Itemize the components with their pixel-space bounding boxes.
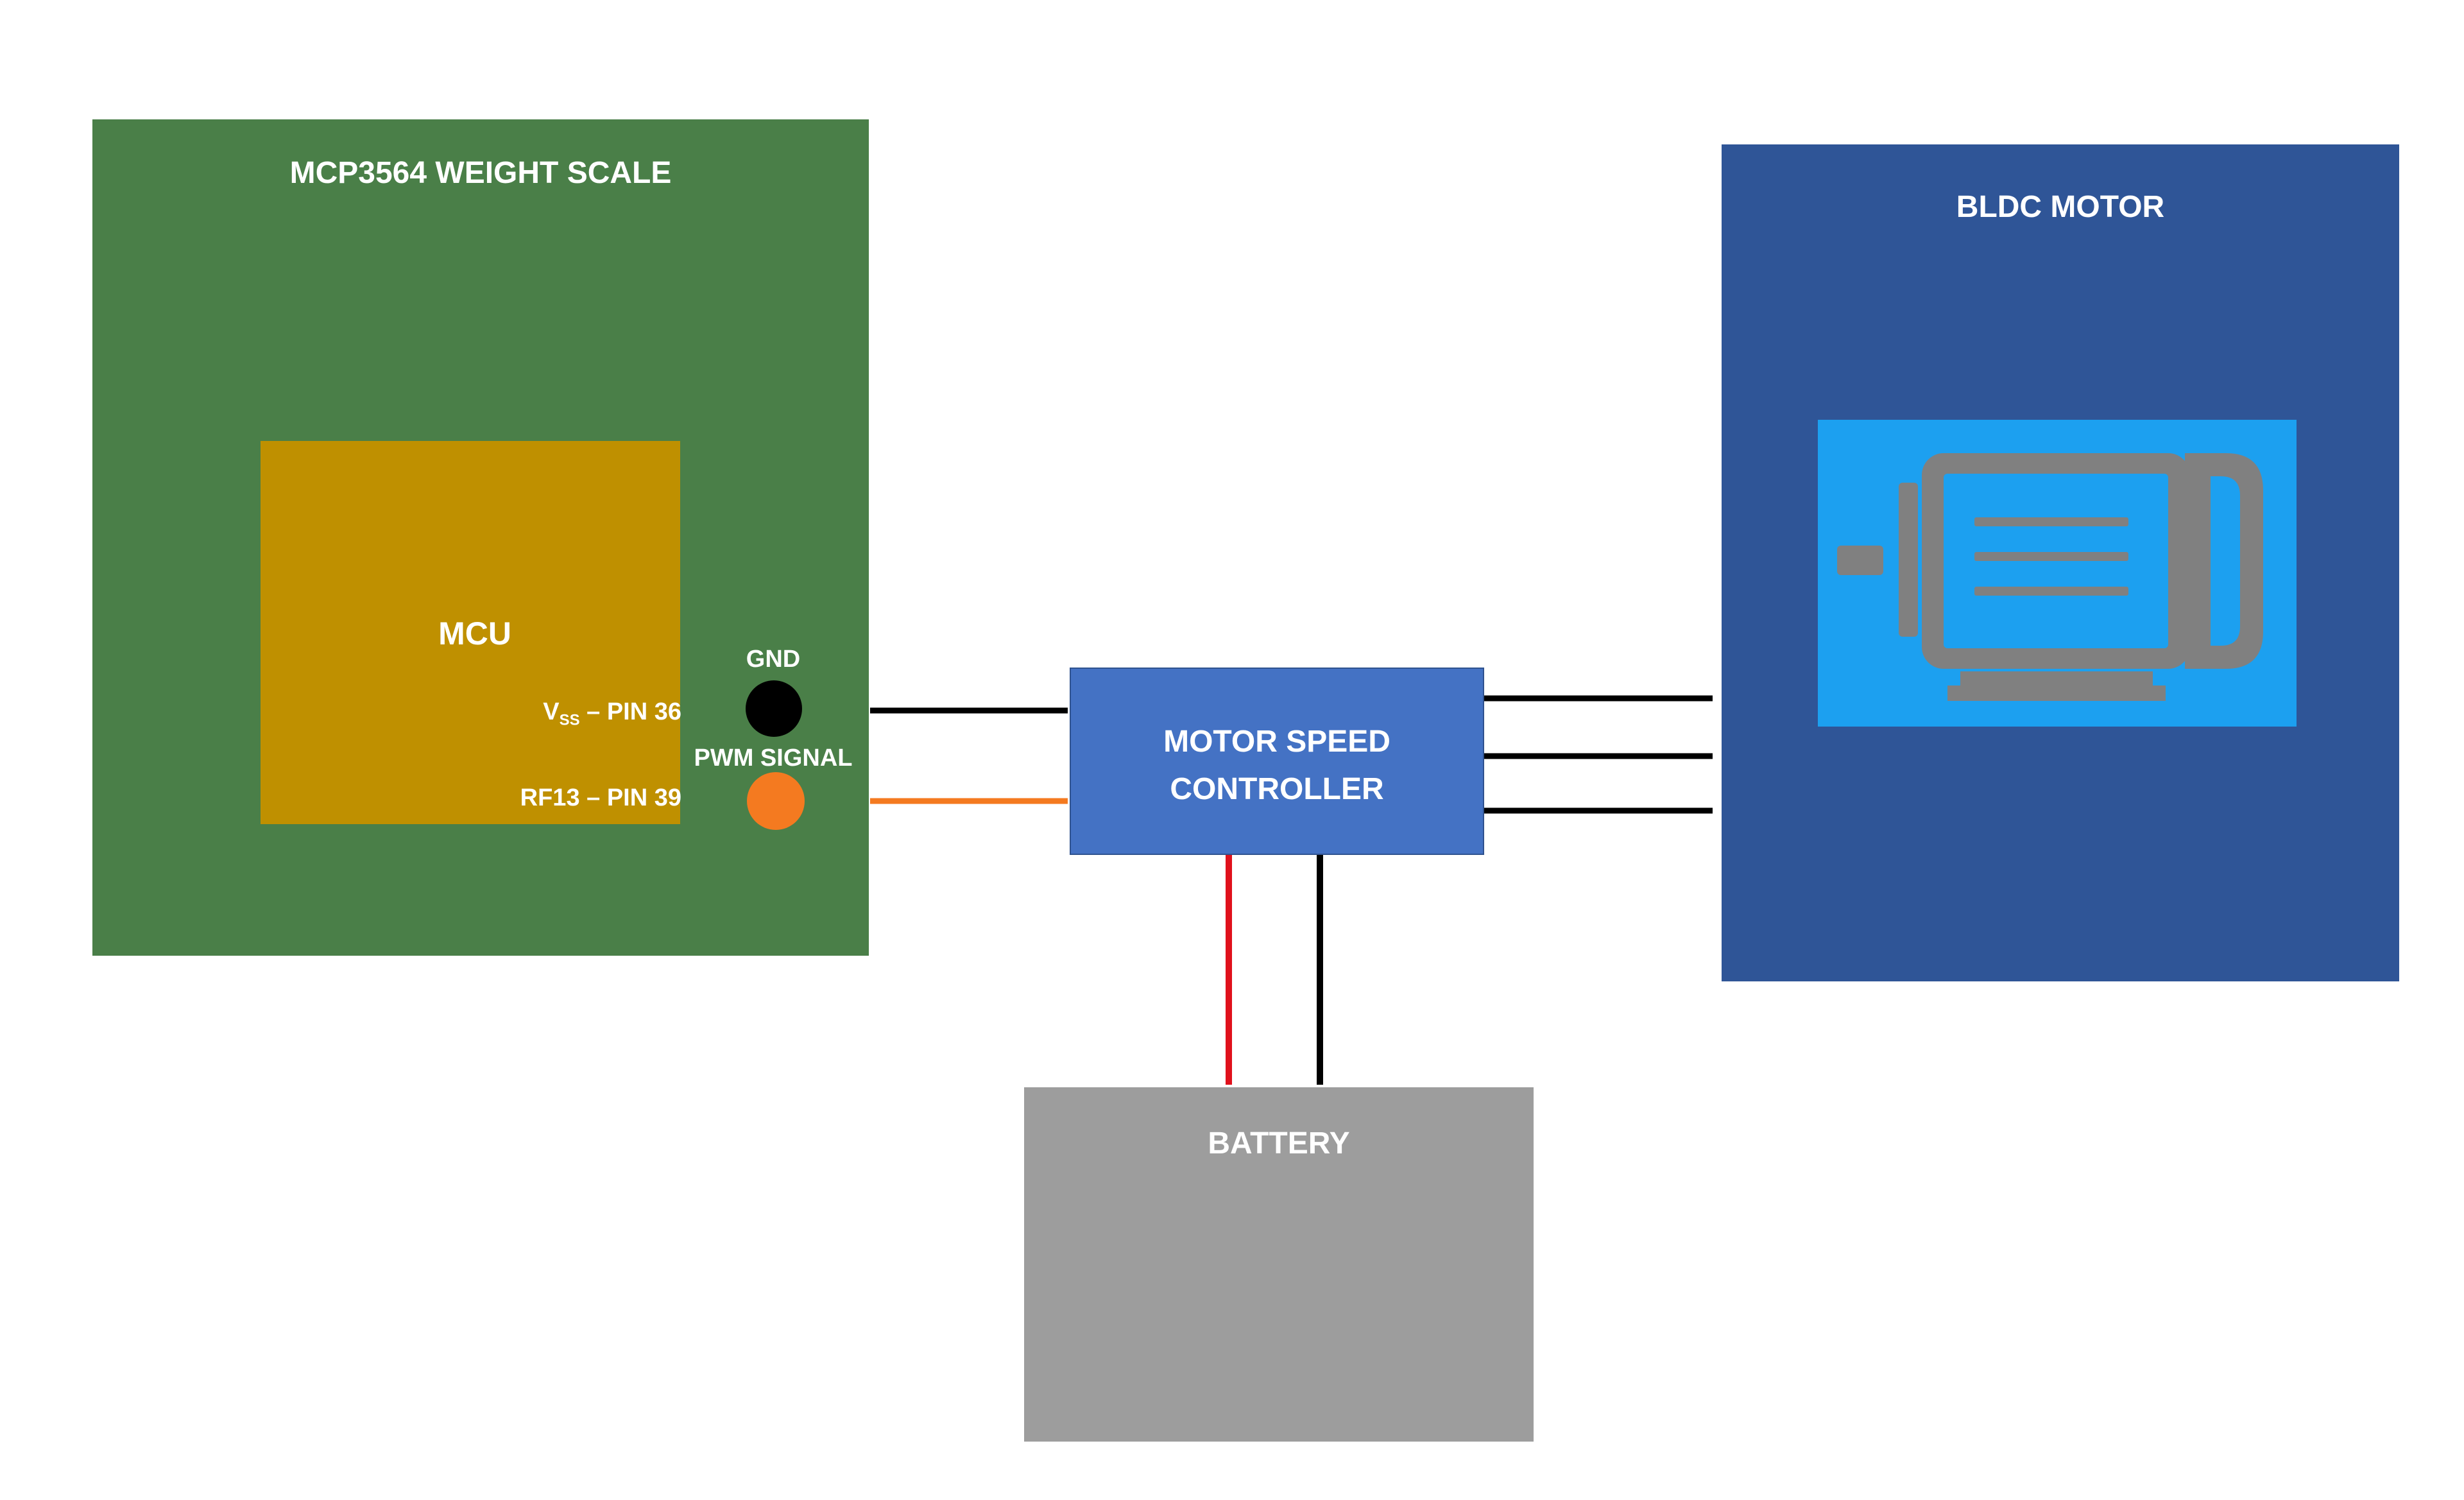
motor-icon [1837,453,2263,701]
mcu-block [261,441,680,824]
controller-label-line1: MOTOR SPEED [1163,725,1390,759]
gnd-connector [746,680,802,737]
vss-subscript: SS [559,711,580,729]
battery-block [1024,1087,1534,1442]
vss-prefix: V [543,698,560,725]
battery-title: BATTERY [1208,1126,1350,1160]
bldc-motor-title: BLDC MOTOR [1956,190,2165,224]
controller-label-line2: CONTROLLER [1170,772,1384,806]
gnd-label: GND [746,646,801,673]
pwm-label: PWM SIGNAL [694,745,853,772]
motor-icon-panel [1818,420,2297,727]
vss-pin-label: VSS – PIN 36 [488,698,681,730]
motor-speed-controller [1070,668,1484,855]
mcu-title: MCU [438,616,511,651]
vss-suffix: – PIN 36 [579,698,681,725]
rf13-pin-label: RF13 – PIN 39 [520,784,681,811]
weight-scale-title: MCP3564 WEIGHT SCALE [289,156,672,190]
pwm-connector [747,772,805,830]
